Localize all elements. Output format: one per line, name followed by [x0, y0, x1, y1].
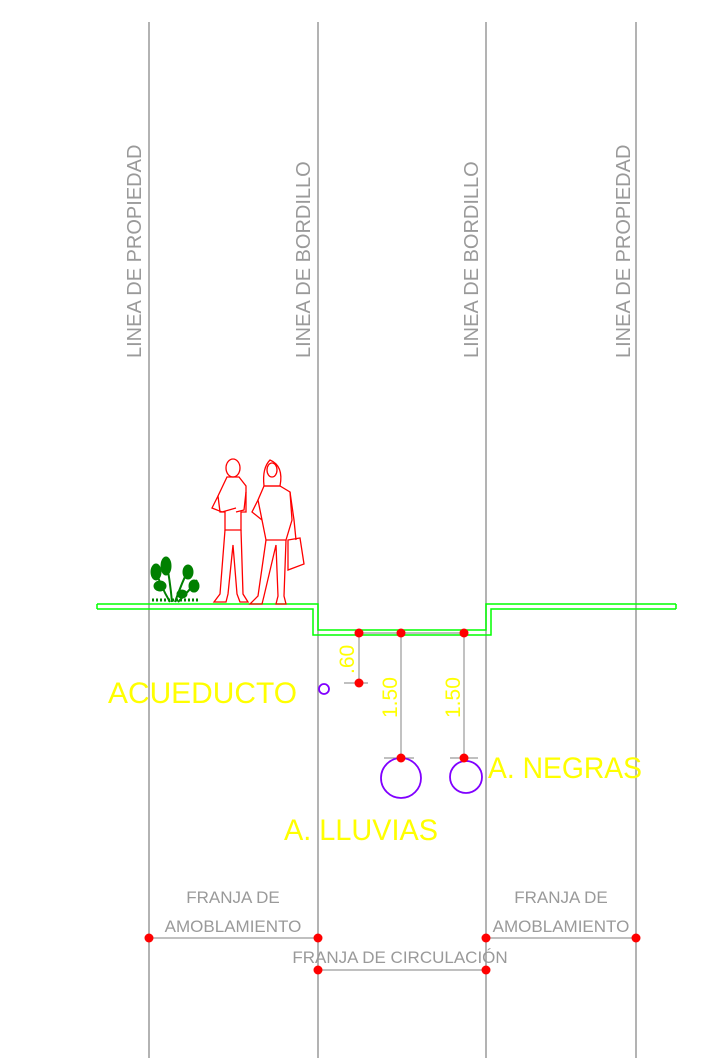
curb-line-left-label: LINEA DE BORDILLO	[293, 161, 315, 358]
franja-amoblamiento-right-line1: FRANJA DE	[514, 888, 608, 907]
property-line-right-label: LINEA DE PROPIEDAD	[613, 145, 635, 358]
property-line-left-label: LINEA DE PROPIEDAD	[124, 145, 146, 358]
lluvias-depth-label: 1.50	[379, 677, 402, 718]
lluvias-label: A. LLUVIAS	[284, 814, 438, 847]
dimension-nodes	[144, 628, 641, 975]
acueducto-label: ACUEDUCTO	[108, 677, 297, 710]
acueducto-depth-label: .60	[336, 645, 359, 674]
plant-icon	[150, 556, 200, 603]
ground-profile	[96, 603, 677, 636]
reference-lines	[148, 22, 637, 1058]
curb-line-right-label: LINEA DE BORDILLO	[461, 161, 483, 358]
lluvias-pipe-icon	[380, 757, 422, 799]
franja-circulacion-label: FRANJA DE CIRCULACIÓN	[292, 948, 507, 967]
negras-label: A. NEGRAS	[488, 752, 642, 785]
negras-depth-label: 1.50	[442, 677, 465, 718]
negras-pipe-icon	[449, 760, 483, 794]
people-figures-icon	[211, 458, 305, 605]
franja-amoblamiento-left-line2: AMOBLAMIENTO	[165, 917, 302, 936]
franja-amoblamiento-right-line2: AMOBLAMIENTO	[493, 917, 630, 936]
franja-amoblamiento-left-line1: FRANJA DE	[186, 888, 280, 907]
acueducto-pipe-icon	[318, 683, 330, 695]
